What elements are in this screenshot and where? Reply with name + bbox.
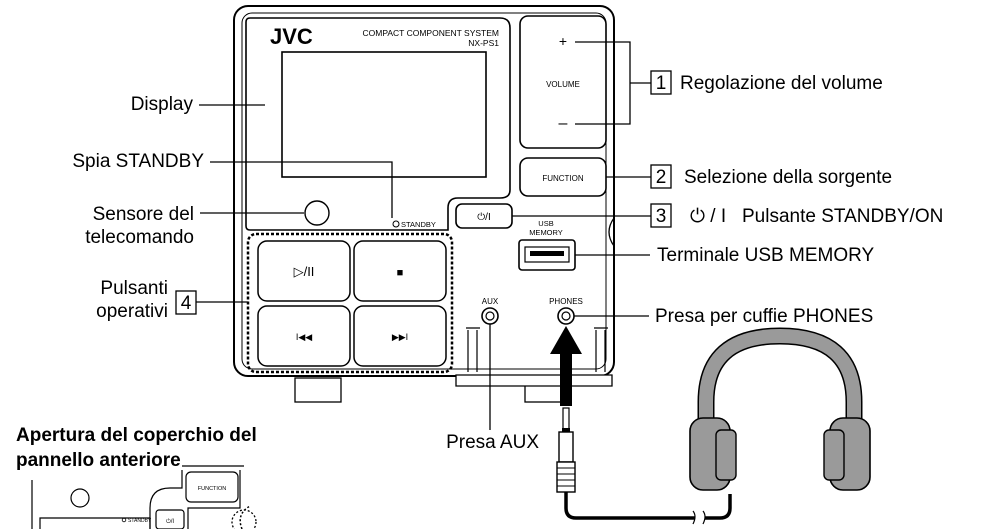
inset-cover-opening: Apertura del coperchio del pannello ante…	[16, 425, 257, 529]
power-button-label: ⏻/I	[477, 212, 490, 223]
inset-power-label: ⏻/I	[166, 518, 174, 525]
callout-number-2: 2	[656, 167, 667, 188]
play-pause-button[interactable]	[257, 240, 351, 302]
callout-volume: Regolazione del volume	[680, 73, 883, 94]
operation-buttons-area	[246, 232, 454, 374]
standby-lamp-label: STANDBY	[401, 220, 436, 229]
inset-title-1: Apertura del coperchio del	[16, 425, 257, 446]
headphone-plug	[550, 326, 732, 525]
next-label: ▶▶I	[392, 332, 408, 342]
volume-label: VOLUME	[546, 80, 580, 89]
usb-label-2: MEMORY	[529, 228, 563, 237]
next-button[interactable]	[353, 305, 447, 367]
callout-number-1: 1	[656, 73, 667, 94]
callout-power-symbol: ⏻ / I	[690, 206, 726, 227]
callout-usb: Terminale USB MEMORY	[657, 245, 874, 266]
callout-aux: Presa AUX	[446, 432, 539, 453]
play-pause-label: ▷/II	[294, 264, 315, 279]
aux-device-label: AUX	[482, 297, 499, 306]
callout-source: Selezione della sorgente	[684, 167, 892, 188]
previous-label: I◀◀	[296, 332, 312, 342]
callout-phones: Presa per cuffie PHONES	[655, 306, 873, 327]
function-button-label: FUNCTION	[542, 174, 584, 183]
callout-remote-sensor-1: Sensore del	[93, 204, 194, 225]
volume-minus[interactable]: –	[559, 115, 568, 132]
model-name: NX-PS1	[468, 38, 499, 48]
standby-lamp	[392, 220, 400, 228]
volume-panel[interactable]	[519, 15, 607, 149]
callout-remote-sensor-2: telecomando	[85, 227, 194, 248]
callout-number-4: 4	[181, 293, 192, 314]
display-window	[281, 51, 487, 178]
phones-device-label: PHONES	[549, 297, 583, 306]
device-unit: JVC COMPACT COMPONENT SYSTEM NX-PS1 STAN…	[233, 5, 615, 403]
stop-label: ■	[397, 267, 404, 279]
headphones-icon	[689, 327, 871, 491]
insert-arrow	[550, 326, 582, 406]
previous-button[interactable]	[257, 305, 351, 367]
left-callouts: Display Spia STANDBY Sensore del telecom…	[72, 94, 393, 322]
inset-title-2: pannello anteriore	[16, 450, 181, 471]
callout-operation-2: operativi	[96, 301, 168, 322]
right-callouts: 1 Regolazione del volume 2 Selezione del…	[446, 41, 943, 453]
inset-standby-label: STANDBY	[128, 518, 152, 524]
model-line: COMPACT COMPONENT SYSTEM	[363, 28, 500, 38]
callout-number-box-2	[650, 164, 672, 189]
callout-standby-on: Pulsante STANDBY/ON	[742, 206, 943, 227]
remote-sensor	[304, 200, 330, 226]
callout-operation-1: Pulsanti	[100, 278, 168, 299]
callout-standby-lamp: Spia STANDBY	[72, 151, 204, 172]
callout-number-3: 3	[656, 206, 667, 227]
volume-plus[interactable]: +	[559, 33, 567, 49]
inset-function-label: FUNCTION	[198, 486, 226, 492]
usb-label-1: USB	[538, 219, 553, 228]
callout-display: Display	[131, 94, 194, 115]
brand-logo: JVC	[270, 24, 313, 49]
stop-button[interactable]	[353, 240, 447, 302]
callout-number-box-1	[650, 70, 672, 95]
callout-number-box-3	[650, 203, 672, 228]
